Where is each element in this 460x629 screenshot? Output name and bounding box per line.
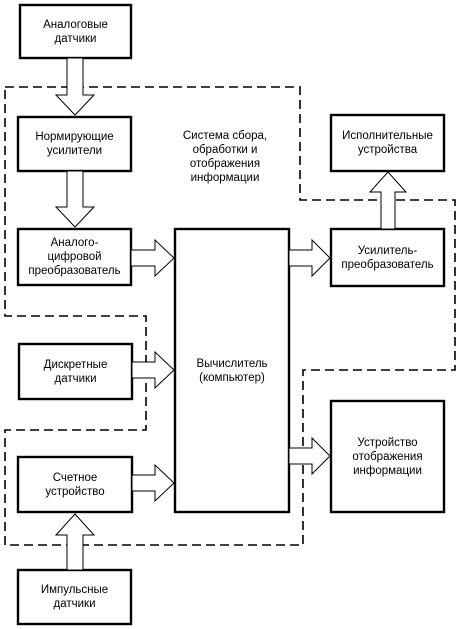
norm-amplifiers-box (16, 115, 133, 173)
arrow-adc-to-computer (130, 238, 175, 278)
arrow-pulse-to-counter (54, 513, 96, 571)
display-label: Устройство отображения информации (352, 436, 423, 477)
actuators-label: Исполнительные устройства (342, 130, 433, 156)
arrow-analog-to-norm (54, 57, 96, 116)
arrow-amp-to-actuators (368, 171, 408, 230)
arrow-computer-to-amp (288, 238, 331, 278)
adc-box (16, 227, 133, 287)
arrow-discrete-to-computer (131, 350, 175, 390)
computer-label: Вычислитель (компьютер) (196, 357, 268, 384)
arrow-norm-to-adc (54, 170, 96, 228)
pulse-sensors-box (16, 568, 133, 626)
amp-converter-label: Усилитель- преобразователь (341, 244, 434, 271)
computer-box (173, 227, 291, 514)
arrow-counter-to-computer (131, 463, 175, 503)
norm-amplifiers-label: Нормирующие усилители (35, 131, 114, 157)
system-boundary (4, 86, 456, 546)
discrete-sensors-label: Дискретные датчики (43, 358, 108, 385)
pulse-sensors-label: Импульсные датчики (40, 584, 109, 610)
analog-sensors-label: Аналоговые датчики (43, 18, 108, 45)
analog-sensors-box (18, 3, 133, 60)
adc-label: Аналого- цифровой преобразователь (28, 237, 121, 277)
display-box (329, 399, 446, 514)
arrow-computer-to-display (288, 436, 331, 476)
counter-label: Счетное устройство (45, 471, 105, 498)
actuators-box (329, 113, 446, 173)
system-label: Система сбора, обработки и отображения и… (182, 130, 268, 184)
